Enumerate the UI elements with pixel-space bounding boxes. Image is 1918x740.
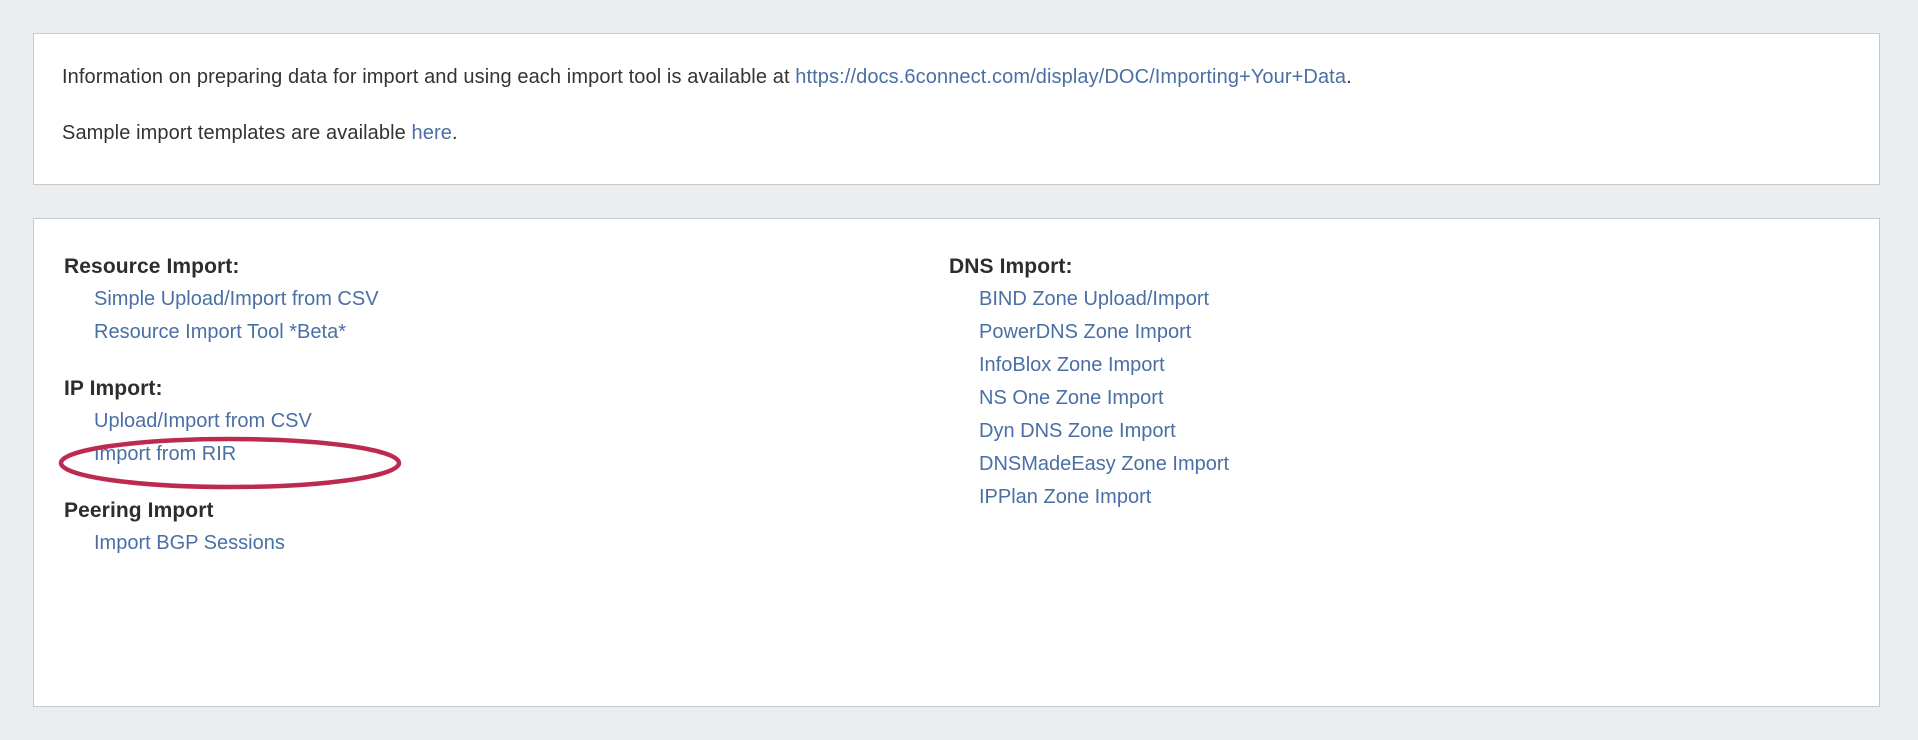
group-links-resource-import: Simple Upload/Import from CSV Resource I…: [64, 286, 924, 346]
list-item: NS One Zone Import: [949, 385, 1879, 412]
link-dnsmadeeasy-zone-import[interactable]: DNSMadeEasy Zone Import: [979, 453, 1230, 475]
link-import-bgp-sessions[interactable]: Import BGP Sessions: [94, 532, 285, 554]
link-import-from-rir[interactable]: Import from RIR: [94, 443, 237, 465]
templates-info-prefix: Sample import templates are available: [62, 122, 412, 144]
templates-info-suffix: .: [451, 122, 458, 144]
link-ns-one-zone-import[interactable]: NS One Zone Import: [979, 387, 1164, 409]
list-item: Resource Import Tool *Beta*: [64, 319, 924, 346]
group-links-dns-import: BIND Zone Upload/Import PowerDNS Zone Im…: [949, 286, 1879, 511]
group-links-ip-import: Upload/Import from CSV Import from RIR: [64, 408, 924, 468]
link-upload-import-from-csv[interactable]: Upload/Import from CSV: [94, 410, 312, 432]
group-title-resource-import: Resource Import:: [64, 255, 240, 278]
list-item: Upload/Import from CSV: [64, 408, 924, 435]
link-bind-zone-upload-import[interactable]: BIND Zone Upload/Import: [979, 288, 1210, 310]
link-powerdns-zone-import[interactable]: PowerDNS Zone Import: [979, 321, 1192, 343]
list-item: Simple Upload/Import from CSV: [64, 286, 924, 313]
docs-info-suffix: .: [1346, 66, 1352, 88]
list-item: Dyn DNS Zone Import: [949, 418, 1879, 445]
link-ipplan-zone-import[interactable]: IPPlan Zone Import: [979, 486, 1152, 508]
docs-link[interactable]: https://docs.6connect.com/display/DOC/Im…: [795, 66, 1347, 88]
link-infoblox-zone-import[interactable]: InfoBlox Zone Import: [979, 354, 1165, 376]
info-panel: Information on preparing data for import…: [33, 33, 1880, 185]
group-ip-import: IP Import: Upload/Import from CSV Import…: [64, 377, 924, 468]
group-resource-import: Resource Import: Simple Upload/Import fr…: [64, 255, 924, 346]
link-dyn-dns-zone-import[interactable]: Dyn DNS Zone Import: [979, 420, 1176, 442]
list-item: PowerDNS Zone Import: [949, 319, 1879, 346]
group-links-peering-import: Import BGP Sessions: [64, 530, 924, 557]
link-simple-upload-import-from-csv[interactable]: Simple Upload/Import from CSV: [94, 288, 379, 310]
right-column: DNS Import: BIND Zone Upload/Import Powe…: [924, 255, 1879, 511]
import-columns: Resource Import: Simple Upload/Import fr…: [34, 255, 1879, 557]
group-peering-import: Peering Import Import BGP Sessions: [64, 499, 924, 557]
list-item: Import from RIR: [64, 441, 924, 468]
group-title-ip-import: IP Import:: [64, 377, 163, 400]
import-tools-panel: Resource Import: Simple Upload/Import fr…: [33, 218, 1880, 707]
group-title-peering-import: Peering Import: [64, 499, 214, 522]
templates-here-link[interactable]: here: [411, 122, 452, 144]
group-dns-import: DNS Import: BIND Zone Upload/Import Powe…: [949, 255, 1879, 511]
left-column: Resource Import: Simple Upload/Import fr…: [34, 255, 924, 557]
group-title-dns-import: DNS Import:: [949, 255, 1073, 278]
list-item: DNSMadeEasy Zone Import: [949, 451, 1879, 478]
list-item: Import BGP Sessions: [64, 530, 924, 557]
link-resource-import-tool-beta[interactable]: Resource Import Tool *Beta*: [94, 321, 346, 343]
templates-info-line: Sample import templates are available he…: [62, 120, 1879, 146]
docs-info-prefix: Information on preparing data for import…: [62, 66, 796, 88]
list-item: InfoBlox Zone Import: [949, 352, 1879, 379]
docs-info-line: Information on preparing data for import…: [62, 64, 1879, 90]
list-item: IPPlan Zone Import: [949, 484, 1879, 511]
list-item: BIND Zone Upload/Import: [949, 286, 1879, 313]
